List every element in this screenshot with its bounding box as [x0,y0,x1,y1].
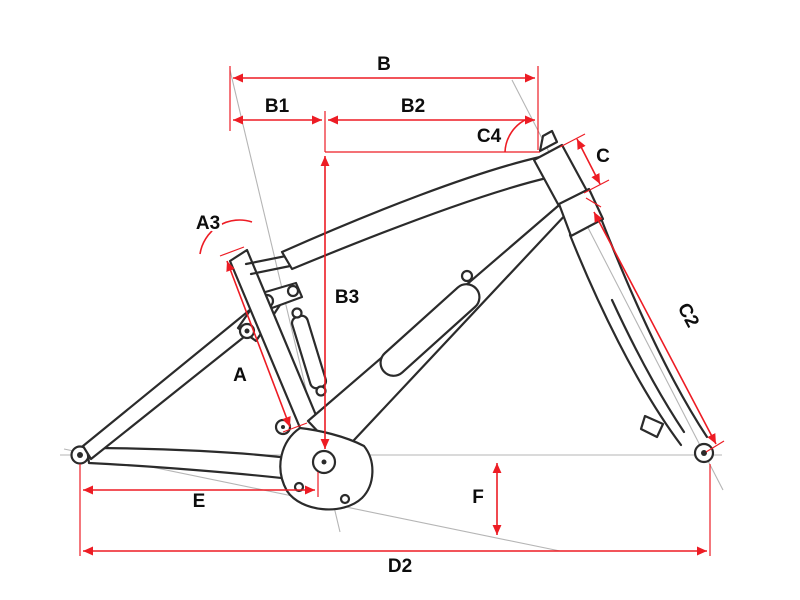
dim-C2-ext-top [585,197,602,208]
dim-C2-ext-bottom [705,440,725,453]
headset-top-cap [538,129,559,153]
yoke-pivot-dot [281,425,285,429]
fork-lower-line [610,298,686,434]
dim-C-line [576,138,601,185]
label-C4: C4 [477,126,502,147]
battery-slot [379,283,481,377]
label-A: A [233,365,247,386]
dim-C-ext-bottom [583,179,610,194]
label-B3: B3 [335,287,359,308]
dim-A3-arc [199,219,253,255]
linkage-pivot-1-dot [244,328,250,334]
dim-A-ext-top [219,246,245,257]
label-B2: B2 [401,96,425,117]
dim-A-ext-bottom [282,422,308,433]
dim-C4-arc [504,118,528,153]
fork-leg-inner [568,233,683,447]
construction-lines [60,69,724,552]
bb-dot [321,459,327,465]
label-B: B [377,54,391,75]
shock-upper-eye [291,307,303,319]
front-axle-dot [701,450,707,456]
label-D2: D2 [388,556,412,577]
label-C2: C2 [673,300,703,331]
rear-axle-dot [77,452,83,458]
label-E: E [193,491,206,512]
label-B1: B1 [265,96,290,117]
dim-C-ext-top [559,133,586,148]
linkage-pivot-3 [286,284,300,298]
dim-A-line [226,260,291,428]
label-C: C [596,146,610,167]
label-F: F [472,487,484,508]
motor-bolt-2 [339,493,351,505]
dimension-lines [79,66,725,556]
dim-C2-line [593,211,717,445]
bike-frame [70,129,715,511]
label-A3: A3 [196,213,220,234]
frame-bolt-circle [460,269,474,283]
brake-mount-tab [639,414,665,439]
shock-lower-eye [315,385,327,397]
